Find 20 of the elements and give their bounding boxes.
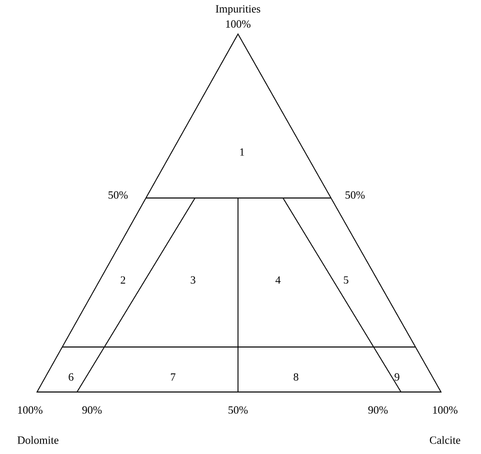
percent-label: 90% [82,406,102,414]
region-number: 8 [294,373,298,381]
percent-label: 50% [228,406,248,414]
axis-title: Calcite [430,436,460,444]
axis-title: Dolomite [18,436,58,444]
percent-label: 100% [18,406,42,414]
region-number: 6 [68,373,74,381]
region-number: 3 [190,276,196,284]
percent-label: 100% [433,406,458,414]
region-number: 9 [394,373,400,381]
percent-label: 50% [346,191,365,199]
region-number: 1 [240,148,244,156]
percent-label: 90% [368,406,388,414]
region-number: 5 [344,276,348,284]
percent-label: 100% [226,20,250,28]
percent-label: 50% [108,191,128,199]
axis-title: Impurities [216,5,260,15]
region-number: 2 [120,276,126,284]
region-number: 4 [275,276,281,284]
region-number: 7 [170,373,176,381]
